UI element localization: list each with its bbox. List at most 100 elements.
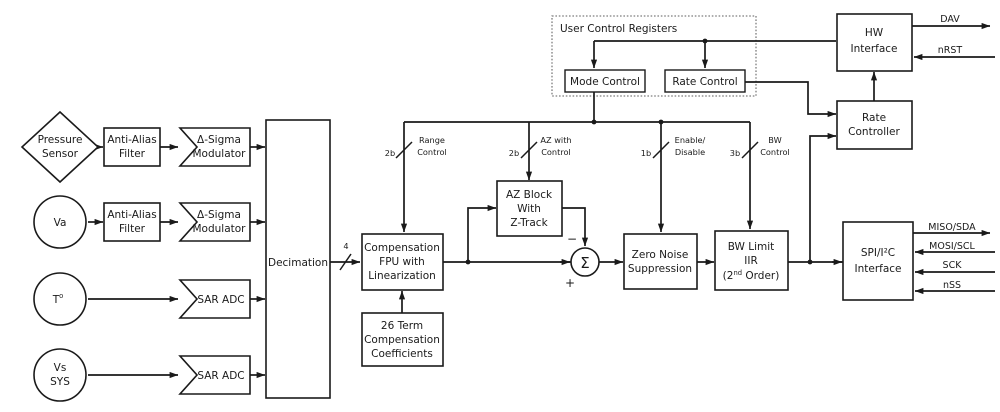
pressure-sensor-label-line1: Pressure: [38, 134, 83, 146]
rate-controller-box[interactable]: [836, 100, 913, 150]
delta-sigma-modulator-2-shape[interactable]: [178, 202, 251, 242]
bus-label-enable-disable: 1b Enable/ Disable: [641, 135, 706, 158]
block-anti-alias-filter-2[interactable]: Anti-Alias Filter: [103, 202, 161, 242]
block-spi-i2c-interface[interactable]: SPI/I²C Interface: [842, 221, 914, 301]
sar-adc-1-shape[interactable]: [178, 279, 251, 319]
va-label: Va: [54, 217, 67, 229]
block-decimation[interactable]: Decimation: [265, 119, 331, 399]
vs-sys-circle[interactable]: [33, 348, 87, 402]
az-block-box[interactable]: [496, 180, 563, 237]
pressure-sensor-label-line2: Sensor: [42, 148, 79, 160]
sar-adc-2-label: SAR ADC: [197, 370, 244, 382]
decimation-box[interactable]: [265, 119, 331, 399]
signal-label-nrst: nRST: [938, 45, 963, 56]
summing-junction-minus-sign: −: [567, 232, 577, 246]
block-compensation-coefficients[interactable]: 26 Term Compensation Coefficients: [361, 312, 444, 367]
delta-sigma-modulator-1-line2: Modulator: [192, 148, 246, 160]
bus-slash-bw-control: [741, 141, 759, 159]
block-rate-control[interactable]: Rate Control: [664, 69, 746, 93]
az-block-line3: Z-Track: [510, 217, 548, 229]
mode-control-label: Mode Control: [570, 76, 640, 88]
anti-alias-filter-1-box[interactable]: [103, 127, 161, 167]
bus-width-az-control: 2b: [509, 148, 519, 158]
rate-controller-line1: Rate: [862, 112, 886, 124]
delta-sigma-modulator-2-line2: Modulator: [192, 223, 246, 235]
block-az-block[interactable]: AZ Block With Z-Track: [496, 180, 563, 237]
rate-control-label: Rate Control: [672, 76, 737, 88]
decimation-label: Decimation: [268, 257, 328, 269]
anti-alias-filter-2-box[interactable]: [103, 202, 161, 242]
wire-az-block-to-summing-junction: [562, 207, 589, 247]
zero-noise-suppression-line1: Zero Noise: [632, 249, 689, 261]
compensation-coefficients-line3: Coefficients: [371, 348, 433, 360]
az-block-line2: With: [517, 203, 541, 215]
temperature-label: To: [52, 292, 64, 306]
hw-interface-box[interactable]: [836, 13, 913, 72]
hw-interface-line1: HW: [865, 27, 884, 39]
bus-label-decimation-out: 4: [343, 241, 348, 251]
bus-label-az-control: 2b AZ with Control: [509, 135, 572, 158]
wire-rate-control-to-rate-controller: [745, 81, 837, 118]
bus-width-enable-disable: 1b: [641, 148, 651, 158]
zero-noise-suppression-box[interactable]: [623, 233, 698, 290]
bus-label-bw-control: 3b BW Control: [730, 135, 790, 158]
rate-control-box[interactable]: [664, 69, 746, 93]
summing-junction-circle[interactable]: [570, 247, 600, 277]
compensation-coefficients-line1: 26 Term: [381, 320, 423, 332]
user-control-registers-border: [551, 15, 757, 97]
compensation-coefficients-line2: Compensation: [364, 334, 440, 346]
source-vs-sys[interactable]: Vs SYS: [33, 348, 87, 402]
bus-width-decimation-out: 4: [343, 241, 348, 251]
bw-limit-iir-line2: IIR: [744, 255, 758, 267]
bus-name-bw-control-line1: BW: [768, 135, 781, 145]
block-sar-adc-2[interactable]: SAR ADC: [178, 355, 251, 395]
block-sar-adc-1[interactable]: SAR ADC: [178, 279, 251, 319]
compensation-fpu-line2: FPU with: [379, 256, 425, 268]
user-control-registers-label: User Control Registers: [560, 23, 677, 35]
signal-label-dav: DAV: [940, 14, 960, 25]
block-bw-limit-iir[interactable]: BW Limit IIR (2nd Order): [714, 230, 789, 291]
bw-limit-iir-box[interactable]: [714, 230, 789, 291]
summing-junction-symbol: Σ: [580, 254, 589, 272]
bus-width-range-control: 2b: [385, 148, 395, 158]
bw-limit-iir-line1: BW Limit: [728, 241, 775, 253]
sar-adc-1-label: SAR ADC: [197, 294, 244, 306]
block-rate-controller[interactable]: Rate Controller: [836, 100, 913, 150]
bus-slash-decimation-out: [339, 253, 352, 271]
block-hw-interface[interactable]: HW Interface: [836, 13, 913, 72]
bus-slash-enable-disable: [652, 141, 670, 159]
block-anti-alias-filter-1[interactable]: Anti-Alias Filter: [103, 127, 161, 167]
source-temperature[interactable]: To: [33, 272, 87, 326]
zero-noise-suppression-line2: Suppression: [628, 263, 692, 275]
temperature-circle[interactable]: [33, 272, 87, 326]
summing-junction[interactable]: Σ − +: [565, 232, 600, 290]
block-delta-sigma-modulator-1[interactable]: Δ-Sigma Modulator: [178, 127, 251, 167]
anti-alias-filter-1-line2: Filter: [119, 148, 146, 160]
spi-i2c-interface-box[interactable]: [842, 221, 914, 301]
summing-junction-plus-sign: +: [565, 276, 575, 290]
pressure-sensor-diamond[interactable]: [20, 110, 100, 184]
source-va[interactable]: Va: [33, 195, 87, 249]
block-mode-control[interactable]: Mode Control: [564, 69, 646, 93]
mode-control-box[interactable]: [564, 69, 646, 93]
bus-name-az-control-line2: Control: [541, 147, 571, 157]
vs-sys-label-line1: Vs: [54, 362, 67, 374]
va-circle[interactable]: [33, 195, 87, 249]
bus-width-bw-control: 3b: [730, 148, 740, 158]
block-zero-noise-suppression[interactable]: Zero Noise Suppression: [623, 233, 698, 290]
block-delta-sigma-modulator-2[interactable]: Δ-Sigma Modulator: [178, 202, 251, 242]
bus-name-az-control-line1: AZ with: [540, 135, 571, 145]
anti-alias-filter-2-line2: Filter: [119, 223, 146, 235]
junction-dot-spine-mode: [591, 119, 597, 125]
block-compensation-fpu[interactable]: Compensation FPU with Linearization: [361, 233, 444, 291]
wire-fpu-branch-to-az-block: [467, 204, 497, 262]
delta-sigma-modulator-2-line1: Δ-Sigma: [197, 209, 241, 221]
sar-adc-2-shape[interactable]: [178, 355, 251, 395]
bus-name-enable-disable-line2: Disable: [675, 147, 705, 157]
delta-sigma-modulator-1-shape[interactable]: [178, 127, 251, 167]
compensation-coefficients-box[interactable]: [361, 312, 444, 367]
signal-label-mosi-scl: MOSI/SCL: [929, 241, 975, 252]
compensation-fpu-box[interactable]: [361, 233, 444, 291]
source-pressure-sensor[interactable]: Pressure Sensor: [20, 110, 100, 184]
bus-slash-range-control: [395, 141, 413, 159]
